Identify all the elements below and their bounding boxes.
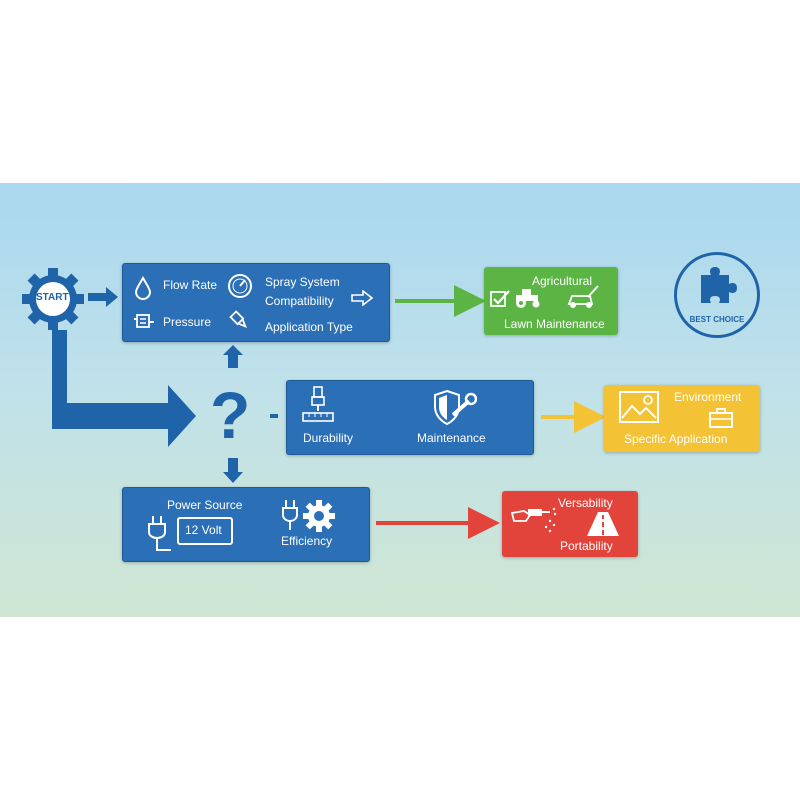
spray-system-label: Spray System	[265, 275, 340, 289]
spray-gun-hand-icon	[510, 507, 557, 533]
battery-icon	[177, 517, 233, 545]
pressure-pump-icon	[134, 314, 154, 328]
arrow-question-down	[223, 458, 243, 483]
arrow-start-to-question	[52, 330, 196, 447]
road-icon	[587, 512, 619, 536]
power-source-label: Power Source	[167, 498, 243, 512]
spray-nozzle-icon	[229, 310, 247, 328]
lawn-maintenance-label: Lawn Maintenance	[504, 317, 605, 331]
gauge-icon	[228, 274, 252, 298]
best-choice-label: BEST CHOICE	[689, 315, 745, 324]
shield-wrench-icon	[434, 389, 477, 426]
specific-application-label: Specific Application	[624, 432, 728, 446]
water-drop-icon	[134, 276, 152, 300]
puzzle-piece-icon	[701, 267, 737, 303]
durability-label: Durability	[303, 431, 354, 445]
arrow-question-up	[223, 345, 243, 368]
agricultural-box[interactable]: Agricultural Lawn Maintenance	[484, 267, 618, 335]
agricultural-label: Agricultural	[532, 274, 593, 288]
start-gear-icon[interactable]	[20, 266, 86, 332]
arrow-start-to-requirements	[88, 287, 118, 307]
power-source-box[interactable]: Power Source 12 Volt Efficiency	[122, 487, 370, 562]
landscape-picture-icon	[619, 391, 659, 423]
pressure-label: Pressure	[163, 315, 212, 329]
lawn-mower-icon	[567, 285, 599, 308]
power-plug-icon	[148, 516, 171, 551]
ruler-nozzle-icon	[302, 386, 334, 422]
compatibility-label: Compatibility	[265, 294, 334, 308]
application-type-label: Application Type	[265, 320, 353, 334]
maintenance-label: Maintenance	[417, 431, 486, 445]
flow-rate-label: Flow Rate	[163, 278, 218, 292]
environment-label: Environment	[674, 390, 742, 404]
arrow-right-outline-icon	[351, 290, 373, 306]
twelve-volt-label: 12 Volt	[185, 523, 222, 537]
question-mark: ?	[210, 378, 251, 452]
requirements-box[interactable]: Flow Rate Spray System Compatibility Pre…	[122, 263, 390, 342]
start-label: START	[36, 292, 69, 303]
versability-label: Versability	[558, 496, 613, 510]
environment-box[interactable]: Environment Specific Application	[604, 385, 760, 452]
portability-label: Portability	[560, 539, 613, 553]
durability-box[interactable]: Durability Maintenance	[286, 380, 534, 455]
best-choice-badge[interactable]: BEST CHOICE	[674, 252, 760, 338]
tractor-icon	[516, 289, 540, 308]
plug-gear-icon	[282, 500, 335, 532]
versability-box[interactable]: Versability Portability	[502, 491, 638, 557]
checkbox-checked-icon	[490, 290, 510, 307]
toolbox-icon	[709, 408, 733, 428]
efficiency-label: Efficiency	[281, 534, 333, 548]
dash-question-to-durability	[270, 414, 278, 418]
